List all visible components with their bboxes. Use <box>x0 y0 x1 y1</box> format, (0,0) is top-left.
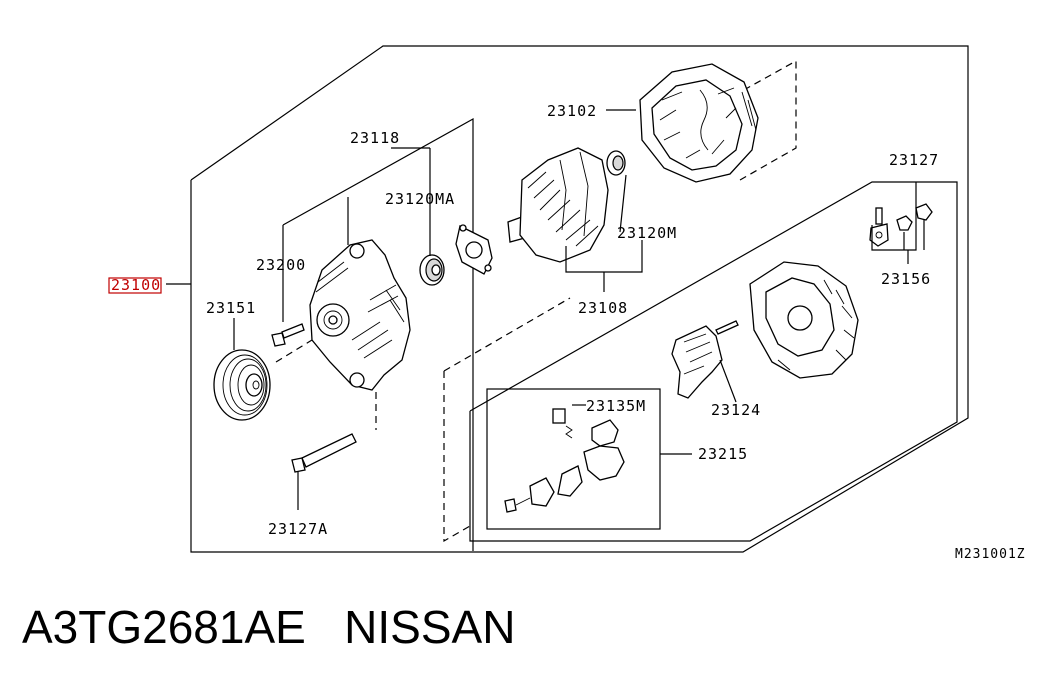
label-23151: 23151 <box>206 299 256 317</box>
part-number-caption: A3TG2681AE NISSAN <box>22 601 516 653</box>
frame-23127 <box>469 181 958 542</box>
brush-holder-23215 <box>504 408 625 513</box>
through-bolt-23127A <box>291 433 357 473</box>
label-23124: 23124 <box>711 401 761 419</box>
main-frame <box>190 45 969 553</box>
front-housing <box>309 239 411 391</box>
rear-dash-frame <box>443 371 471 543</box>
diagram-code: M231001Z <box>955 547 1026 562</box>
frame-23215 <box>486 388 661 530</box>
label-23127A: 23127A <box>268 520 328 538</box>
label-23156: 23156 <box>881 270 931 288</box>
frame-23118 <box>282 117 474 551</box>
label-23120MA: 23120MA <box>385 190 455 208</box>
label-23100: 23100 <box>111 276 161 294</box>
label-23118: 23118 <box>350 129 400 147</box>
label-23215: 23215 <box>698 445 748 463</box>
rear-cover <box>749 261 859 379</box>
terminal-23156 <box>869 203 933 247</box>
label-23127: 23127 <box>889 151 939 169</box>
label-23108: 23108 <box>578 299 628 317</box>
rotor-23108 <box>507 147 626 263</box>
highlight-23100 <box>108 277 162 294</box>
label-23135M: 23135M <box>586 397 646 415</box>
label-23102: 23102 <box>547 102 597 120</box>
bolt-23200 <box>271 323 305 347</box>
label-23200: 23200 <box>256 256 306 274</box>
retainer-plate <box>455 224 493 275</box>
bearing-23120MA <box>419 254 445 286</box>
regulator-23124 <box>671 320 739 399</box>
stator-23102 <box>639 63 759 183</box>
pulley-23151 <box>213 349 271 421</box>
label-23120M: 23120M <box>617 224 677 242</box>
